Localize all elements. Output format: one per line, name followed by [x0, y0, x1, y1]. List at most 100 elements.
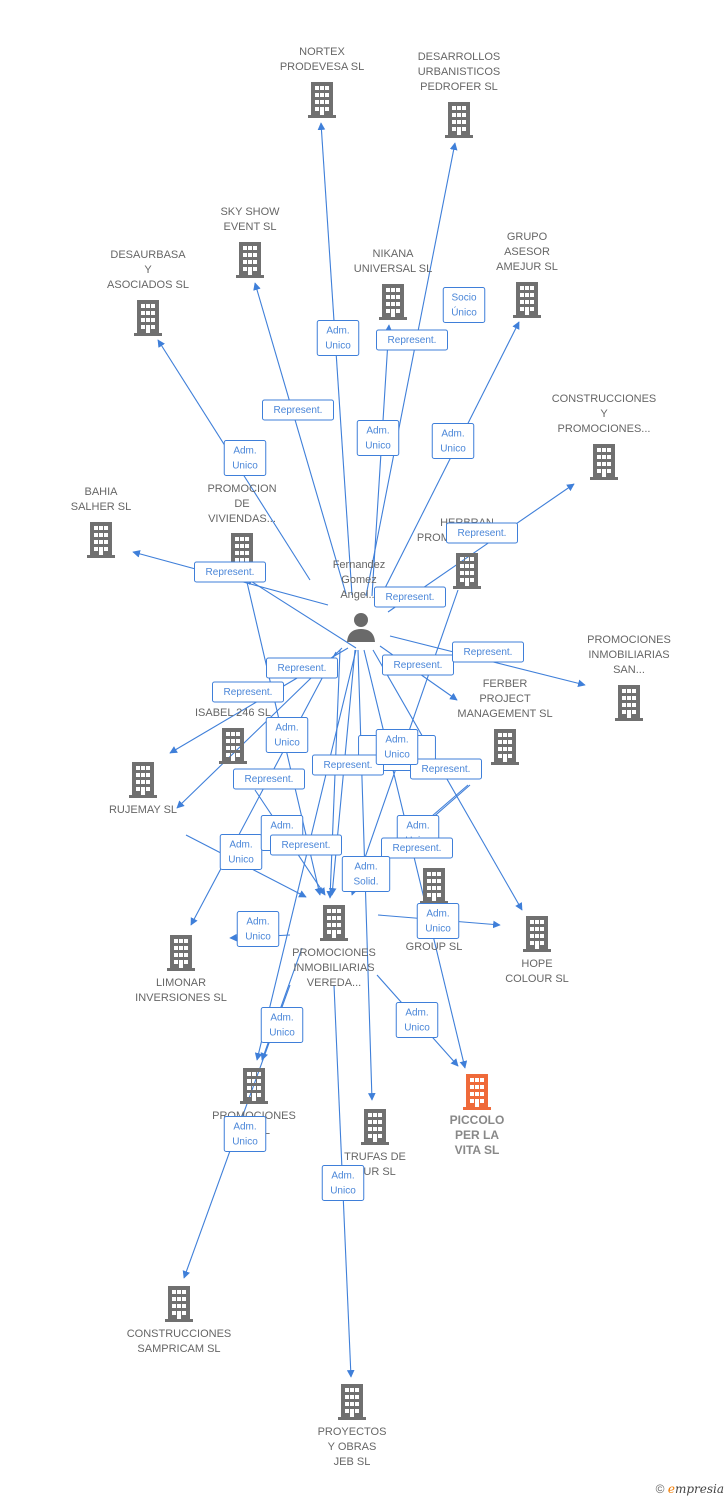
- edge-label-text: Represent.: [278, 663, 327, 674]
- edge-label-e13[interactable]: Represent.: [452, 641, 524, 663]
- edge-label-e26[interactable]: Adm. Unico: [416, 903, 460, 939]
- edge-label-e2[interactable]: Represent.: [262, 399, 334, 421]
- edge-label-box: [452, 641, 524, 663]
- company-name-line: PER LA: [455, 1128, 499, 1142]
- edge-label-text: Adm.: [246, 917, 269, 928]
- relation-edge: [371, 324, 393, 597]
- edge-label-text: Adm.: [426, 909, 449, 920]
- building-icon: [379, 284, 407, 320]
- edge-label-e14[interactable]: Represent.: [212, 681, 284, 703]
- edge-label-box: [431, 423, 475, 459]
- edge-label-e32[interactable]: Adm.Unico: [375, 729, 419, 765]
- edge-label-text: Unico: [425, 924, 451, 935]
- edge-label-box: [446, 522, 518, 544]
- building-icon: [523, 916, 551, 952]
- company-node-limonar[interactable]: LIMONAR INVERSIONES SL: [135, 935, 227, 1004]
- edge-label-e4[interactable]: Represent.: [376, 329, 448, 351]
- edge-label-text: Unico: [245, 932, 271, 943]
- company-name-line: PROMOCIONES: [292, 947, 376, 959]
- edge-label-e17[interactable]: Represent.: [312, 754, 384, 776]
- edge-label-box: [212, 681, 284, 703]
- edge-label-e28[interactable]: Adm.Unico: [395, 1002, 439, 1038]
- edge-label-e9[interactable]: Represent.: [194, 561, 266, 583]
- edge-label-e1[interactable]: Adm.Unico: [316, 320, 360, 356]
- edge-label-e18[interactable]: Represent.: [410, 758, 482, 780]
- edge-label-box: [316, 320, 360, 356]
- edge-label-e31[interactable]: Adm. Unico: [321, 1165, 365, 1201]
- edge-label-e19[interactable]: Represent.: [233, 768, 305, 790]
- company-name-line: DESARROLLOS: [418, 51, 501, 63]
- company-name-line: PROYECTOS: [318, 1426, 387, 1438]
- company-name-line: HOPE: [521, 958, 552, 970]
- edge-label-text: Represent.: [224, 687, 273, 698]
- company-node-construcciones_promo[interactable]: CONSTRUCCIONESYPROMOCIONES...: [552, 393, 657, 480]
- edge-label-e10[interactable]: Represent.: [374, 586, 446, 608]
- company-node-rujemay[interactable]: RUJEMAY SL: [109, 762, 177, 816]
- edge-label-box: [194, 561, 266, 583]
- company-node-promo_inmob_san[interactable]: PROMOCIONESINMOBILIARIASSAN...: [587, 634, 671, 721]
- company-name-line: INMOBILIARIAS: [293, 962, 374, 974]
- edge-label-e29[interactable]: Adm.Unico: [260, 1007, 304, 1043]
- edge-label-e11[interactable]: Represent.: [266, 657, 338, 679]
- brand-logo[interactable]: empresia: [668, 1482, 724, 1496]
- building-icon: [463, 1074, 491, 1110]
- person-name-line: Fernandez: [333, 559, 386, 571]
- edge-label-e30[interactable]: Adm.Unico: [223, 1116, 267, 1152]
- building-icon: [453, 553, 481, 589]
- edge-label-e27[interactable]: Adm. Unico: [236, 911, 280, 947]
- relation-edge: [317, 122, 353, 596]
- edge-label-text: Adm.: [406, 821, 429, 832]
- company-name-line: PROMOCION: [207, 483, 276, 495]
- building-icon: [240, 1068, 268, 1104]
- edge-label-e12[interactable]: Represent.: [382, 654, 454, 676]
- company-name-line: GROUP SL: [406, 941, 463, 953]
- person-node[interactable]: FernandezGomezAngel...: [333, 559, 386, 642]
- company-node-trufas[interactable]: TRUFAS DE ...UR SL: [344, 1109, 406, 1178]
- person-name-line: Angel...: [340, 589, 377, 601]
- copyright-symbol: ©: [655, 1482, 665, 1496]
- company-name-line: SAMPRICAM SL: [137, 1343, 220, 1355]
- edge-label-text: Adm.: [331, 1171, 354, 1182]
- edge-label-e15[interactable]: Adm.Unico: [265, 717, 309, 753]
- edge-label-text: Unico: [330, 1186, 356, 1197]
- relation-edge: [363, 649, 468, 1069]
- building-icon: [590, 444, 618, 480]
- edge-label-text: Represent.: [394, 660, 443, 671]
- edge-label-e20[interactable]: Adm.Unico: [219, 834, 263, 870]
- edge-label-e7[interactable]: Adm.Unico: [431, 423, 475, 459]
- company-node-promo_viviendas[interactable]: PROMOCIONDEVIVIENDAS...: [207, 483, 277, 569]
- company-node-vereda[interactable]: PROMOCIONESINMOBILIARIASVEREDA...: [292, 905, 376, 989]
- building-icon: [615, 685, 643, 721]
- edge-label-e6[interactable]: Adm.Unico: [356, 420, 400, 456]
- edge-label-e5[interactable]: Adm.Unico: [223, 440, 267, 476]
- edge-label-text: Adm.: [326, 326, 349, 337]
- building-icon: [491, 729, 519, 765]
- company-name-line: PRODEVESA SL: [280, 61, 364, 73]
- edge-label-e24[interactable]: Represent.: [381, 837, 453, 859]
- company-name-line: PROMOCIONES: [587, 634, 671, 646]
- company-name-line: SKY SHOW: [220, 206, 280, 218]
- edge-label-text: Unico: [384, 750, 410, 761]
- edge-label-e25[interactable]: Adm.Solid.: [341, 856, 391, 892]
- company-name-line: TRUFAS DE: [344, 1151, 406, 1163]
- company-name-line: ...UR SL: [354, 1166, 396, 1178]
- company-name-line: Y: [144, 264, 152, 276]
- edge-label-e22[interactable]: Represent.: [270, 834, 342, 856]
- company-name-line: INVERSIONES SL: [135, 992, 227, 1004]
- company-name-line: LIMONAR: [156, 977, 206, 989]
- edge-label-e8[interactable]: Represent.: [446, 522, 518, 544]
- building-icon: [308, 82, 336, 118]
